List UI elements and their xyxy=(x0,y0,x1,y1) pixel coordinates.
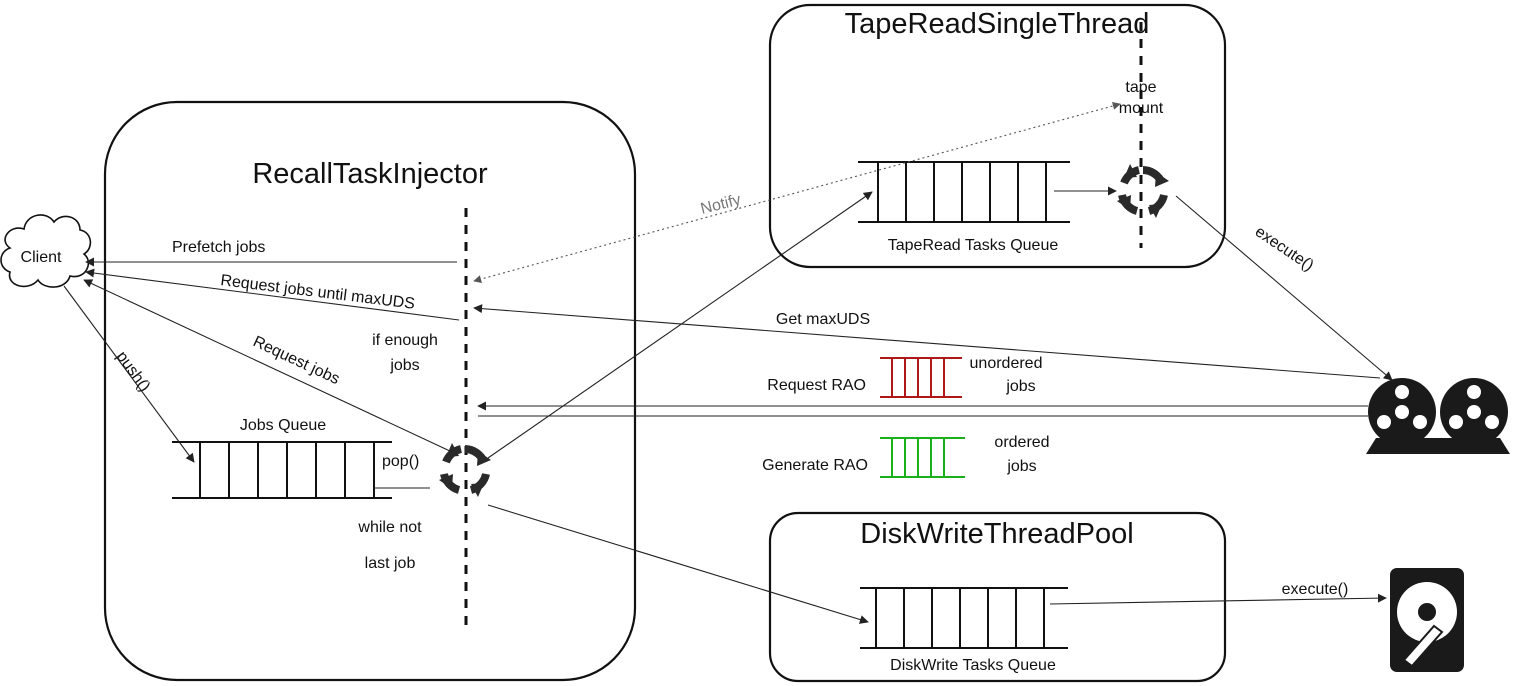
tape-read-queue xyxy=(858,161,1070,223)
while-not-label: while not xyxy=(357,519,422,536)
disk-write-pool-title: DiskWriteThreadPool xyxy=(860,518,1133,550)
pop-label: pop() xyxy=(382,453,419,470)
tape-cycle-icon xyxy=(1117,164,1169,218)
request-until-max-label: Request jobs until maxUDS xyxy=(220,272,416,313)
request-jobs-label: Request jobs xyxy=(250,333,342,388)
ordered-rao-queue xyxy=(880,437,965,478)
jobs-queue xyxy=(172,441,392,499)
push-label: push() xyxy=(113,348,153,395)
last-job-label: last job xyxy=(365,555,416,572)
prefetch-jobs-label: Prefetch jobs xyxy=(172,239,265,256)
execute-tape-arrow xyxy=(1175,195,1393,381)
tape-mount-label-line1: tape xyxy=(1125,79,1156,96)
execute-disk-label: execute() xyxy=(1282,581,1349,598)
generate-rao-label: Generate RAO xyxy=(762,457,868,474)
ordered-jobs-label-line1: ordered xyxy=(994,434,1049,451)
disk-write-queue xyxy=(860,587,1068,649)
unordered-rao-queue xyxy=(880,357,962,398)
if-enough-label-line1: if enough xyxy=(372,332,438,349)
request-rao-label: Request RAO xyxy=(767,377,866,394)
recall-injector-title: RecallTaskInjector xyxy=(252,158,488,190)
unordered-jobs-label-line1: unordered xyxy=(970,355,1043,372)
disk-write-queue-label: DiskWrite Tasks Queue xyxy=(890,657,1056,674)
recall-injector-box xyxy=(103,100,637,682)
get-max-uds-arrow xyxy=(473,304,1381,379)
inject-disk-task-arrow xyxy=(487,504,869,624)
if-enough-label-line2: jobs xyxy=(389,357,419,374)
execute-tape-label: execute() xyxy=(1252,223,1317,274)
tape-read-queue-label: TapeRead Tasks Queue xyxy=(888,237,1059,254)
execute-disk-arrow xyxy=(1049,593,1387,605)
client-cloud-icon xyxy=(0,214,92,288)
tape-reel-icon xyxy=(1366,378,1510,454)
client-label: Client xyxy=(21,249,62,266)
hard-disk-icon xyxy=(1390,568,1464,672)
tape-read-thread-title: TapeReadSingleThread xyxy=(845,8,1150,40)
request-jobs-arrow xyxy=(83,279,453,453)
notify-arrow xyxy=(473,102,1121,283)
request-until-max-arrow xyxy=(85,268,460,321)
tape-read-thread-box xyxy=(768,3,1227,269)
unordered-jobs-label-line2: jobs xyxy=(1005,378,1035,395)
get-max-uds-label: Get maxUDS xyxy=(776,311,870,328)
jobs-queue-label: Jobs Queue xyxy=(240,417,326,434)
disk-write-pool-box xyxy=(768,511,1227,683)
push-arrow xyxy=(63,285,195,463)
ordered-jobs-label-line2: jobs xyxy=(1006,458,1036,475)
tape-mount-label-line2: mount xyxy=(1119,100,1164,117)
